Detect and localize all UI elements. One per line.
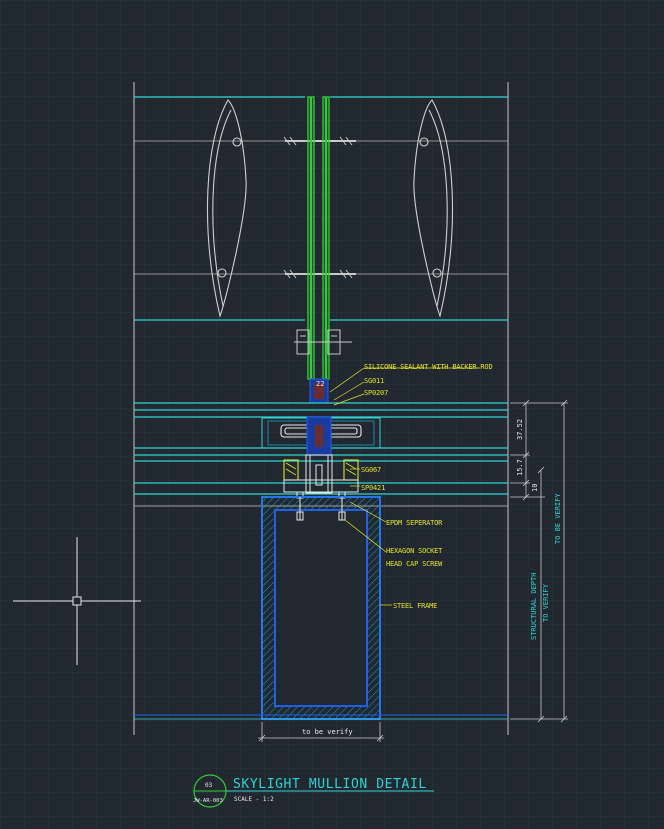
dim-width-to-be-verify: to be verify bbox=[302, 728, 353, 736]
dim-structural-depth: STRUCTURAL DEPTH bbox=[530, 573, 538, 640]
label-sp0207: SP0207 bbox=[364, 389, 388, 397]
drawing-scale: SCALE - 1:2 bbox=[234, 796, 274, 803]
label-sg011: SG011 bbox=[364, 377, 384, 385]
sheet-code: JW-AR-003 bbox=[193, 798, 223, 804]
dim-15-7: 15.7 bbox=[516, 459, 524, 476]
label-epdm-separator: EPDM SEPERATOR bbox=[386, 519, 443, 527]
label-hexagon-socket: HEXAGON SOCKET bbox=[386, 547, 443, 555]
dim-to-be-verify: TO BE VERIFY bbox=[554, 493, 562, 544]
annotation-labels: SILICONE SEALANT WITH BACKER ROD SG011 S… bbox=[316, 363, 493, 610]
glass-panels bbox=[134, 96, 508, 321]
detail-number: 03 bbox=[205, 782, 213, 789]
pressure-plate bbox=[280, 416, 362, 456]
crosshair-cursor-icon bbox=[13, 537, 141, 665]
drawing-title: SKYLIGHT MULLION DETAIL bbox=[233, 777, 427, 792]
fin-bolts bbox=[283, 136, 356, 279]
mullion-extrusion bbox=[305, 454, 333, 494]
dim-37-52: 37.52 bbox=[516, 419, 524, 440]
dimension-chain bbox=[510, 399, 568, 723]
label-head-cap-screw: HEAD CAP SCREW bbox=[386, 560, 443, 568]
dim-joint-gap: 22 bbox=[316, 380, 324, 388]
bottom-lines bbox=[134, 714, 508, 720]
dimension-texts: 37.52 15.7 10 TO BE VERIFY STRUCTURAL DE… bbox=[516, 419, 562, 640]
louver-blade-right bbox=[413, 99, 453, 318]
label-sp0421: SP0421 bbox=[361, 484, 385, 492]
label-steel-frame: STEEL FRAME bbox=[393, 602, 437, 610]
dim-structural-depth-verify: TO VERIFY bbox=[542, 583, 550, 622]
width-dimension bbox=[258, 722, 384, 742]
dim-10: 10 bbox=[531, 484, 539, 492]
louver-blade-left bbox=[207, 99, 247, 318]
drawing-boundary bbox=[133, 82, 509, 735]
steel-frame bbox=[261, 496, 381, 720]
leader-lines bbox=[329, 367, 480, 606]
socket-screws bbox=[296, 497, 346, 521]
clamp-bolt bbox=[294, 329, 352, 355]
label-silicone-sealant: SILICONE SEALANT WITH BACKER ROD bbox=[364, 363, 492, 371]
label-sg067: SG067 bbox=[361, 466, 381, 474]
title-block: 03 JW-AR-003 SKYLIGHT MULLION DETAIL SCA… bbox=[193, 774, 434, 808]
